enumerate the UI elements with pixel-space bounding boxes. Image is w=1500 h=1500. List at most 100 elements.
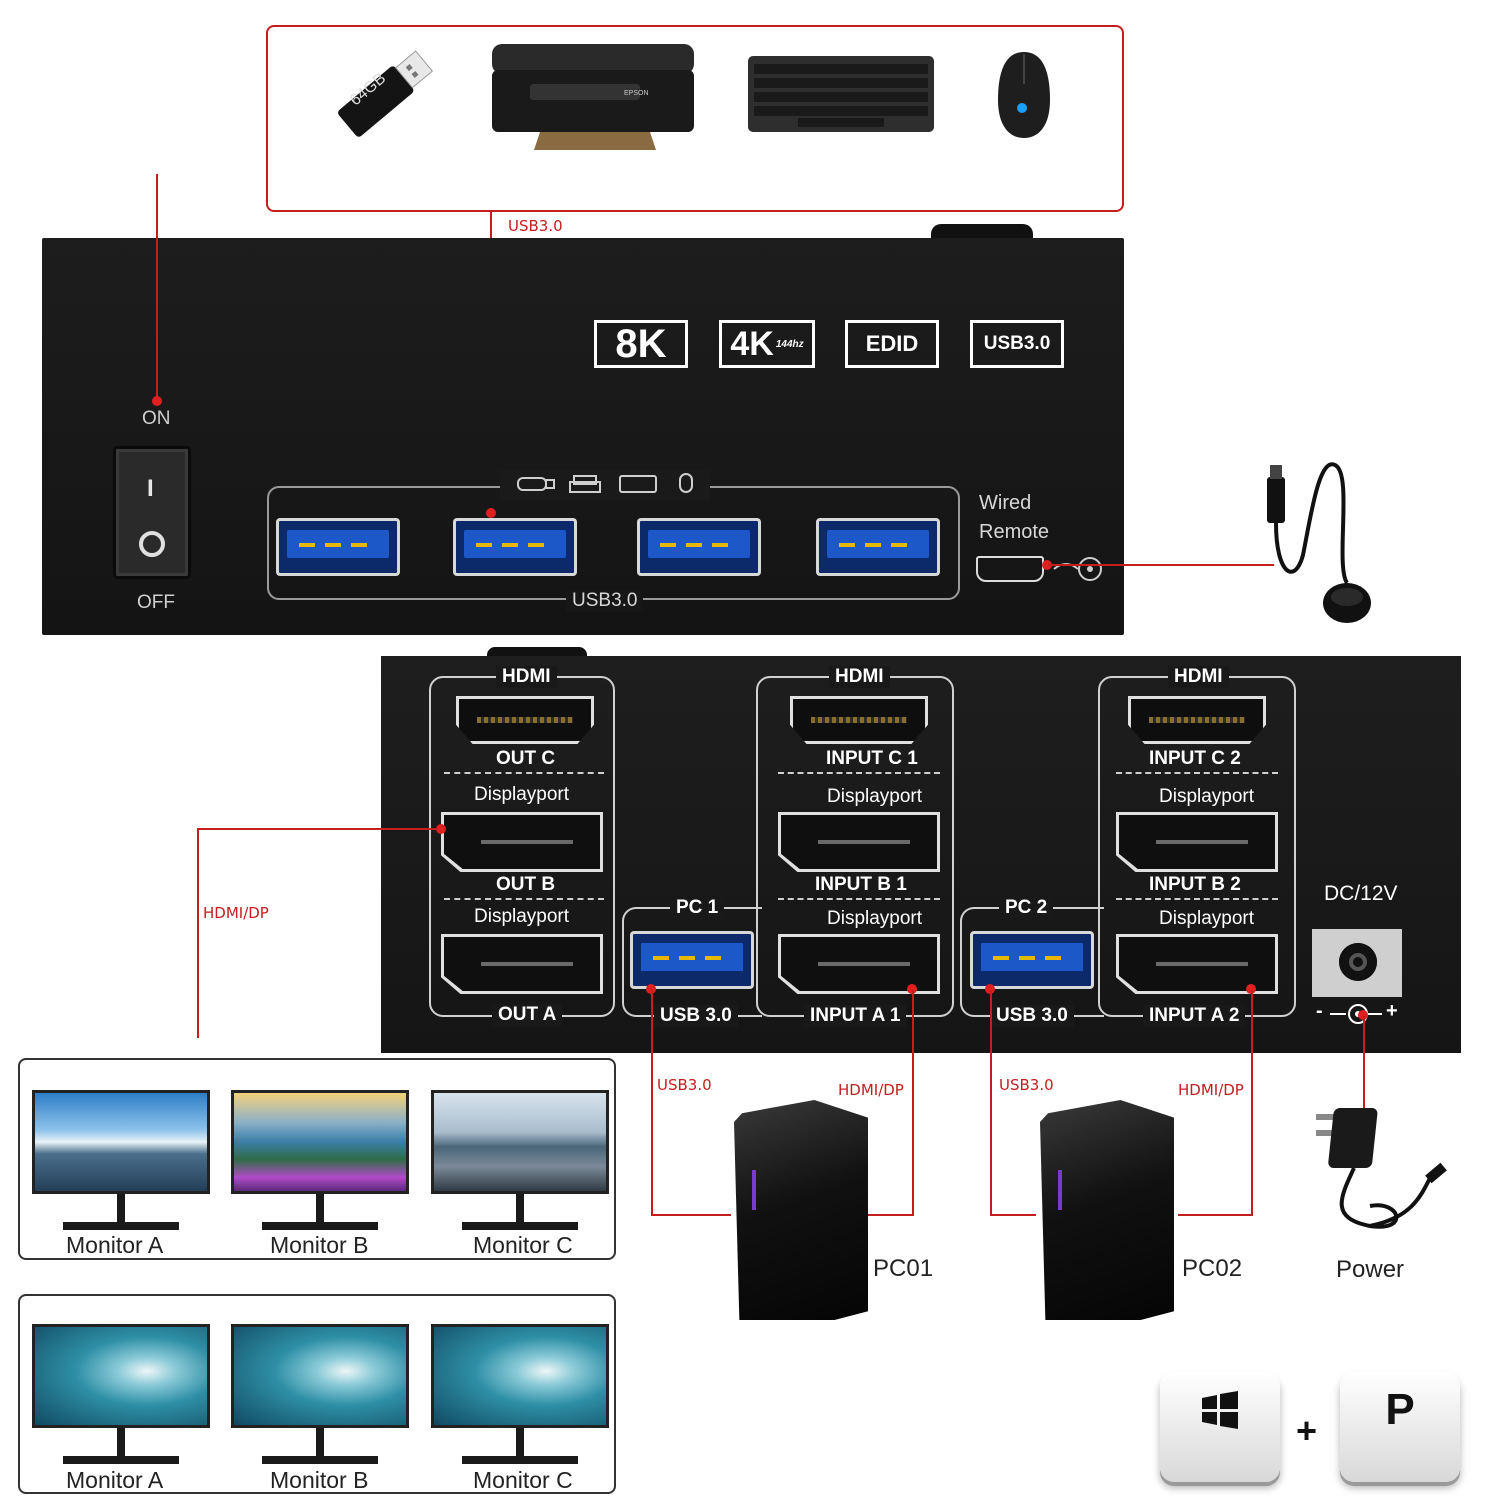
monitor-base — [63, 1456, 179, 1464]
monitor-wire — [197, 828, 199, 1038]
mouse-icon — [996, 50, 1052, 140]
input-b2-label: INPUT B 2 — [1149, 874, 1241, 895]
switch-off-label: OFF — [137, 592, 175, 613]
out-dp2-label: Displayport — [474, 906, 570, 927]
top-knob — [931, 224, 1033, 242]
divider — [444, 772, 604, 774]
monitor-stand — [117, 1428, 125, 1458]
monitor-base — [262, 1456, 378, 1464]
input-c1-label: INPUT C 1 — [826, 748, 918, 769]
pc1-usb-label: USB 3.0 — [654, 1005, 738, 1027]
pc01-label: PC01 — [873, 1255, 934, 1282]
pc1-usb-port[interactable] — [630, 931, 754, 989]
pc1-label: PC 1 — [670, 897, 725, 919]
dp-input-b1-port[interactable] — [778, 812, 940, 872]
power-wire — [1363, 1016, 1365, 1108]
pc02-label: PC02 — [1182, 1255, 1243, 1282]
hdmi-out-c-port[interactable] — [456, 696, 594, 744]
usb-port-1[interactable] — [276, 518, 400, 576]
monitor-c-label: Monitor C — [473, 1232, 573, 1258]
badge-4k: 4K 144hz — [719, 320, 815, 368]
monitor-stand — [516, 1194, 524, 1224]
dp-out-b-port[interactable] — [441, 812, 603, 872]
divider — [778, 772, 940, 774]
kvm-front-panel — [42, 238, 1124, 635]
monitor-base — [462, 1456, 578, 1464]
pc2-usb-dot — [985, 984, 995, 994]
divider — [444, 898, 604, 900]
remote-wire — [1048, 564, 1274, 566]
wired-remote-port[interactable] — [976, 556, 1044, 582]
power-switch[interactable]: I — [113, 446, 191, 579]
monitor-base — [63, 1222, 179, 1230]
dc-label: DC/12V — [1324, 882, 1398, 905]
power-wire-dot — [1358, 1010, 1368, 1020]
pc2-dp2-label: Displayport — [1159, 908, 1255, 929]
polarity-plus: + — [1386, 1000, 1398, 1022]
pc1-hdmi-dot — [907, 984, 917, 994]
pc1-usb-wire-label: USB3.0 — [657, 1076, 712, 1094]
divider — [778, 898, 940, 900]
pc2-usb-wire — [990, 990, 992, 1216]
usb-port-4[interactable] — [816, 518, 940, 576]
monitor-b-mirror-label: Monitor B — [270, 1467, 369, 1493]
dp-input-b2-port[interactable] — [1116, 812, 1278, 872]
badge-edid-text: EDID — [865, 331, 919, 356]
switch-o-mark — [139, 531, 165, 557]
monitor-base — [262, 1222, 378, 1230]
monitor-a-label: Monitor A — [66, 1232, 164, 1258]
divider — [1116, 898, 1278, 900]
usb-port-3[interactable] — [637, 518, 761, 576]
pc01-accent — [752, 1170, 756, 1210]
pc2-hdmi-label: HDMI — [1168, 666, 1229, 688]
monitor-a-mirror-label: Monitor A — [66, 1467, 164, 1493]
badge-8k: 8K — [594, 320, 688, 368]
usb-port-2-dot — [486, 508, 496, 518]
pc1-hdmi-wire — [868, 1214, 914, 1216]
monitor-b-label: Monitor B — [270, 1232, 369, 1258]
switch-i-mark: I — [147, 475, 154, 502]
wired-remote-label-1: Wired — [979, 492, 1032, 514]
usb-port-2[interactable] — [453, 518, 577, 576]
keyboard-icon — [748, 56, 934, 132]
hdmi-input-c1-port[interactable] — [790, 696, 928, 744]
usb-group-icons — [500, 470, 710, 500]
usb-group-label: USB3.0 — [566, 590, 644, 612]
divider — [1116, 772, 1278, 774]
pc02-tower-icon — [1040, 1100, 1174, 1320]
monitor-stand — [117, 1194, 125, 1224]
pc1-hdmi-label: HDMI — [829, 666, 890, 688]
switch-wire — [156, 174, 158, 400]
input-a2-label: INPUT A 2 — [1143, 1005, 1246, 1027]
usb-wire-label: USB3.0 — [508, 217, 563, 235]
power-adapter-icon — [1310, 1108, 1450, 1238]
badge-edid: EDID — [845, 320, 939, 368]
dp-out-b-dot — [436, 824, 446, 834]
peripherals-box — [266, 25, 1124, 212]
monitor-c-screen — [431, 1090, 609, 1194]
pc2-usb-wire — [990, 1214, 1036, 1216]
hdmi-input-c2-port[interactable] — [1128, 696, 1266, 744]
out-hdmi-label: HDMI — [496, 666, 557, 688]
badge-144hz-text: 144hz — [775, 338, 804, 350]
out-a-label: OUT A — [492, 1004, 563, 1026]
monitor-wire-label: HDMI/DP — [203, 904, 269, 922]
pc2-usb-label: USB 3.0 — [990, 1005, 1074, 1027]
badge-8k-text: 8K — [615, 321, 667, 366]
monitor-stand — [316, 1428, 324, 1458]
dp-out-a-port[interactable] — [441, 934, 603, 994]
out-c-label: OUT C — [496, 748, 556, 769]
pc2-dp1-label: Displayport — [1159, 786, 1255, 807]
monitor-base — [462, 1222, 578, 1230]
pc1-usb-dot — [646, 984, 656, 994]
remote-wire-dot — [1042, 560, 1052, 570]
pc2-usb-port[interactable] — [970, 931, 1094, 989]
monitor-stand — [516, 1428, 524, 1458]
input-a1-label: INPUT A 1 — [804, 1005, 907, 1027]
p-key-label: P — [1385, 1385, 1415, 1434]
monitor-b-mirror-screen — [231, 1324, 409, 1428]
polarity-minus: - — [1316, 1000, 1323, 1022]
pc2-usb-wire-label: USB3.0 — [999, 1076, 1054, 1094]
dc-power-jack[interactable] — [1312, 929, 1402, 997]
pc2-hdmi-wire-label: HDMI/DP — [1178, 1081, 1244, 1099]
